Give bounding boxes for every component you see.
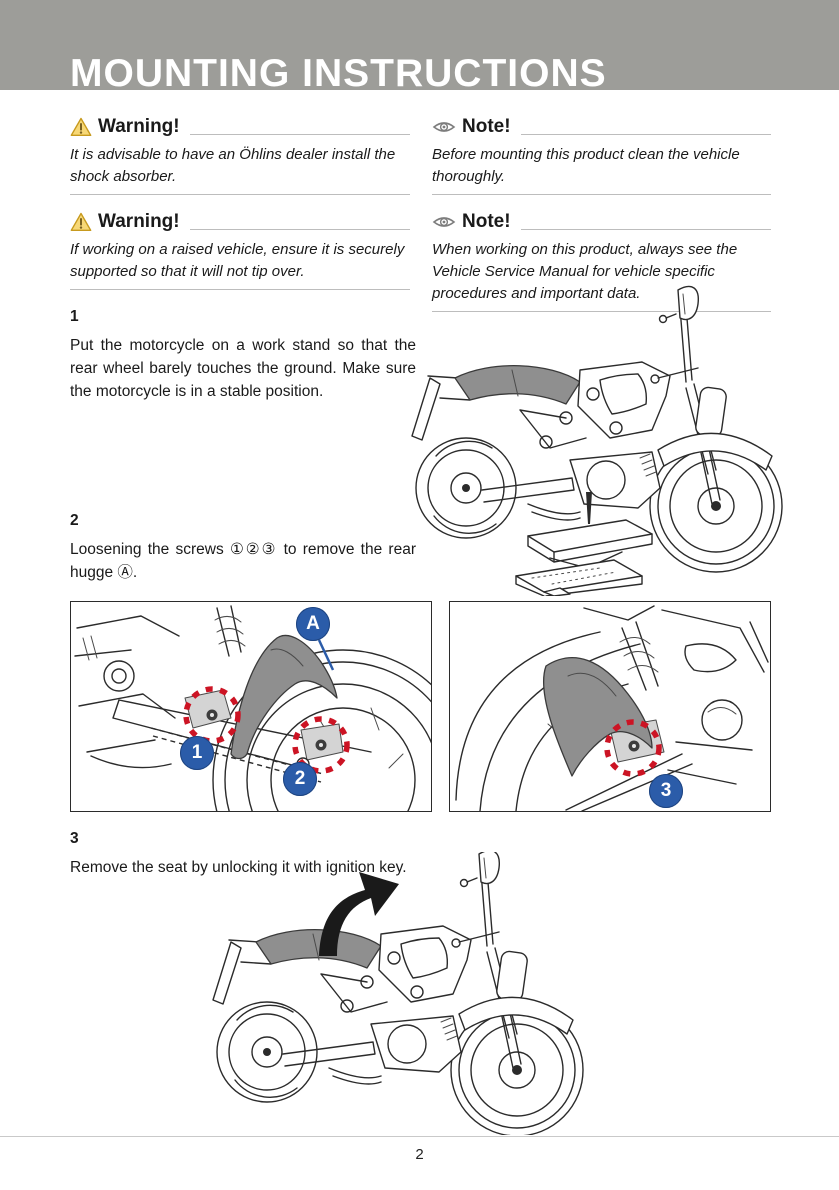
warning-text: If working on a raised vehicle, ensure i…: [70, 241, 405, 280]
step-1-text: Put the motorcycle on a work stand so th…: [70, 337, 416, 400]
page-title: MOUNTING INSTRUCTIONS: [70, 52, 607, 90]
divider: [432, 311, 771, 312]
warning-column: Warning! It is advisable to have an Öhli…: [70, 112, 410, 302]
step-2-number: 2: [70, 512, 79, 529]
step-1: 1 Put the motorcycle on a work stand so …: [70, 308, 416, 403]
warning-heading: Warning!: [98, 116, 180, 137]
note-block: Note! Before mounting this product clean…: [432, 112, 771, 195]
page-number: 2: [415, 1146, 424, 1163]
note-heading: Note!: [462, 116, 511, 137]
heading-rule: [520, 134, 771, 135]
note-text: Before mounting this product clean the v…: [432, 146, 740, 185]
note-heading: Note!: [462, 211, 511, 232]
warning-block: Warning! If working on a raised vehicle,…: [70, 207, 410, 290]
divider: [70, 289, 410, 290]
note-column: Note! Before mounting this product clean…: [432, 112, 771, 324]
step-3-number: 3: [70, 830, 79, 847]
step-3: 3 Remove the seat by unlocking it with i…: [70, 830, 416, 879]
warning-block: Warning! It is advisable to have an Öhli…: [70, 112, 410, 195]
screw-3-badge: 3: [649, 774, 683, 808]
down-arrow: [586, 492, 592, 524]
divider: [432, 194, 771, 195]
figure-rear-hugger-screw-3: 3: [449, 601, 771, 812]
divider: [70, 194, 410, 195]
note-block: Note! When working on this product, alwa…: [432, 207, 771, 312]
eye-icon: [432, 118, 456, 136]
screw-1-badge: 1: [180, 736, 214, 770]
warning-heading: Warning!: [98, 211, 180, 232]
screw-2-badge: 2: [283, 762, 317, 796]
figure-seat-removal: [185, 849, 600, 1137]
step-2-text: Loosening the screws ①②③ to remove the r…: [70, 541, 416, 581]
step-2: 2 Loosening the screws ①②③ to remove the…: [70, 512, 416, 584]
callout-a-badge: A: [296, 607, 330, 641]
footer-rule: [0, 1136, 839, 1137]
eye-icon: [432, 213, 456, 231]
heading-rule: [189, 134, 410, 135]
work-stand-drawing: [515, 519, 653, 597]
warning-triangle-icon: [70, 117, 92, 137]
figure-rear-hugger-screws-1-2: A 1 2: [70, 601, 432, 812]
heading-rule: [520, 229, 771, 230]
note-text: When working on this product, always see…: [432, 241, 738, 302]
warning-text: It is advisable to have an Öhlins dealer…: [70, 146, 396, 185]
warning-triangle-icon: [70, 212, 92, 232]
seat-removal-arrow: [319, 872, 399, 956]
step-3-text: Remove the seat by unlocking it with ign…: [70, 859, 407, 876]
step-1-number: 1: [70, 308, 79, 325]
heading-rule: [189, 229, 410, 230]
figure-motorcycle-work-stand: [400, 278, 790, 597]
header-band: MOUNTING INSTRUCTIONS: [0, 0, 839, 90]
